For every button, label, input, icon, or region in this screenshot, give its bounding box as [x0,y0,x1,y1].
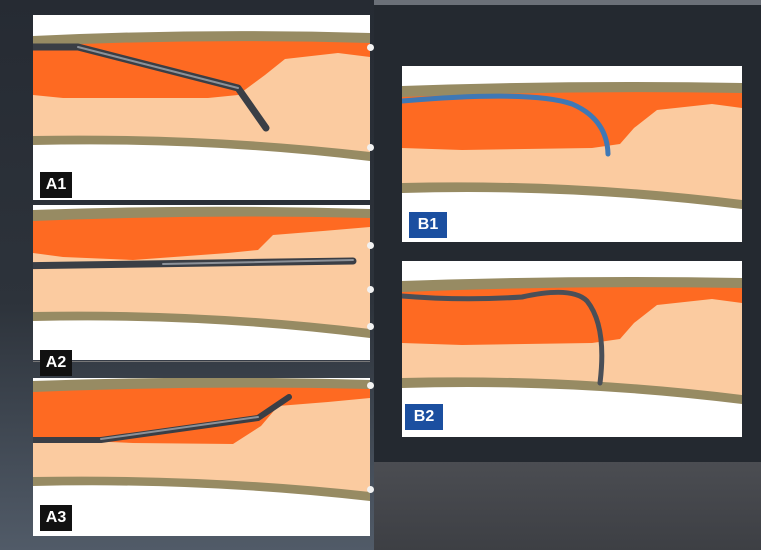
vessel-wall-top [33,31,370,46]
vessel-wall-bottom [33,476,370,501]
panel-b2 [402,261,742,437]
panel-a1 [33,15,370,200]
edge-dot [367,486,374,493]
vessel-diagram-a1 [33,31,370,161]
panel-b1 [402,66,742,242]
edge-dot [367,242,374,249]
vessel-wall-bottom [33,135,370,161]
edge-dot [367,144,374,151]
vessel-wall-bottom [402,182,742,209]
guidewire-highlight [100,416,259,440]
occlusion [402,88,742,150]
vessel-wall-top [402,277,742,292]
guidewire-highlight [77,46,239,89]
right-top-strip [374,0,761,5]
vessel-diagram-b1 [402,82,742,209]
panel-a2 [33,205,370,360]
right-bottom-band [374,462,761,550]
label-a2: A2 [40,350,72,376]
occlusion [33,213,370,260]
panel-a3 [33,378,370,536]
label-a1: A1 [40,172,72,198]
vessel-wall-bottom [402,377,742,404]
label-b2: B2 [405,404,443,430]
label-b1: B1 [409,212,447,238]
vessel-wall-top [33,206,370,221]
edge-dot [367,286,374,293]
vessel-diagram-a2 [33,206,370,338]
edge-dot [367,382,374,389]
edge-dot [367,44,374,51]
vessel-wall-top [402,82,742,97]
vessel-wall-top [33,378,370,392]
guidewire [402,93,611,157]
guidewire-highlight [162,259,354,265]
edge-dot [367,323,374,330]
vessel-diagram-b2 [402,277,742,404]
vessel-wall-bottom [33,311,370,338]
vessel-diagram-a3 [33,378,370,501]
divider-line [33,361,370,362]
label-a3: A3 [40,505,72,531]
guidewire [402,289,605,386]
